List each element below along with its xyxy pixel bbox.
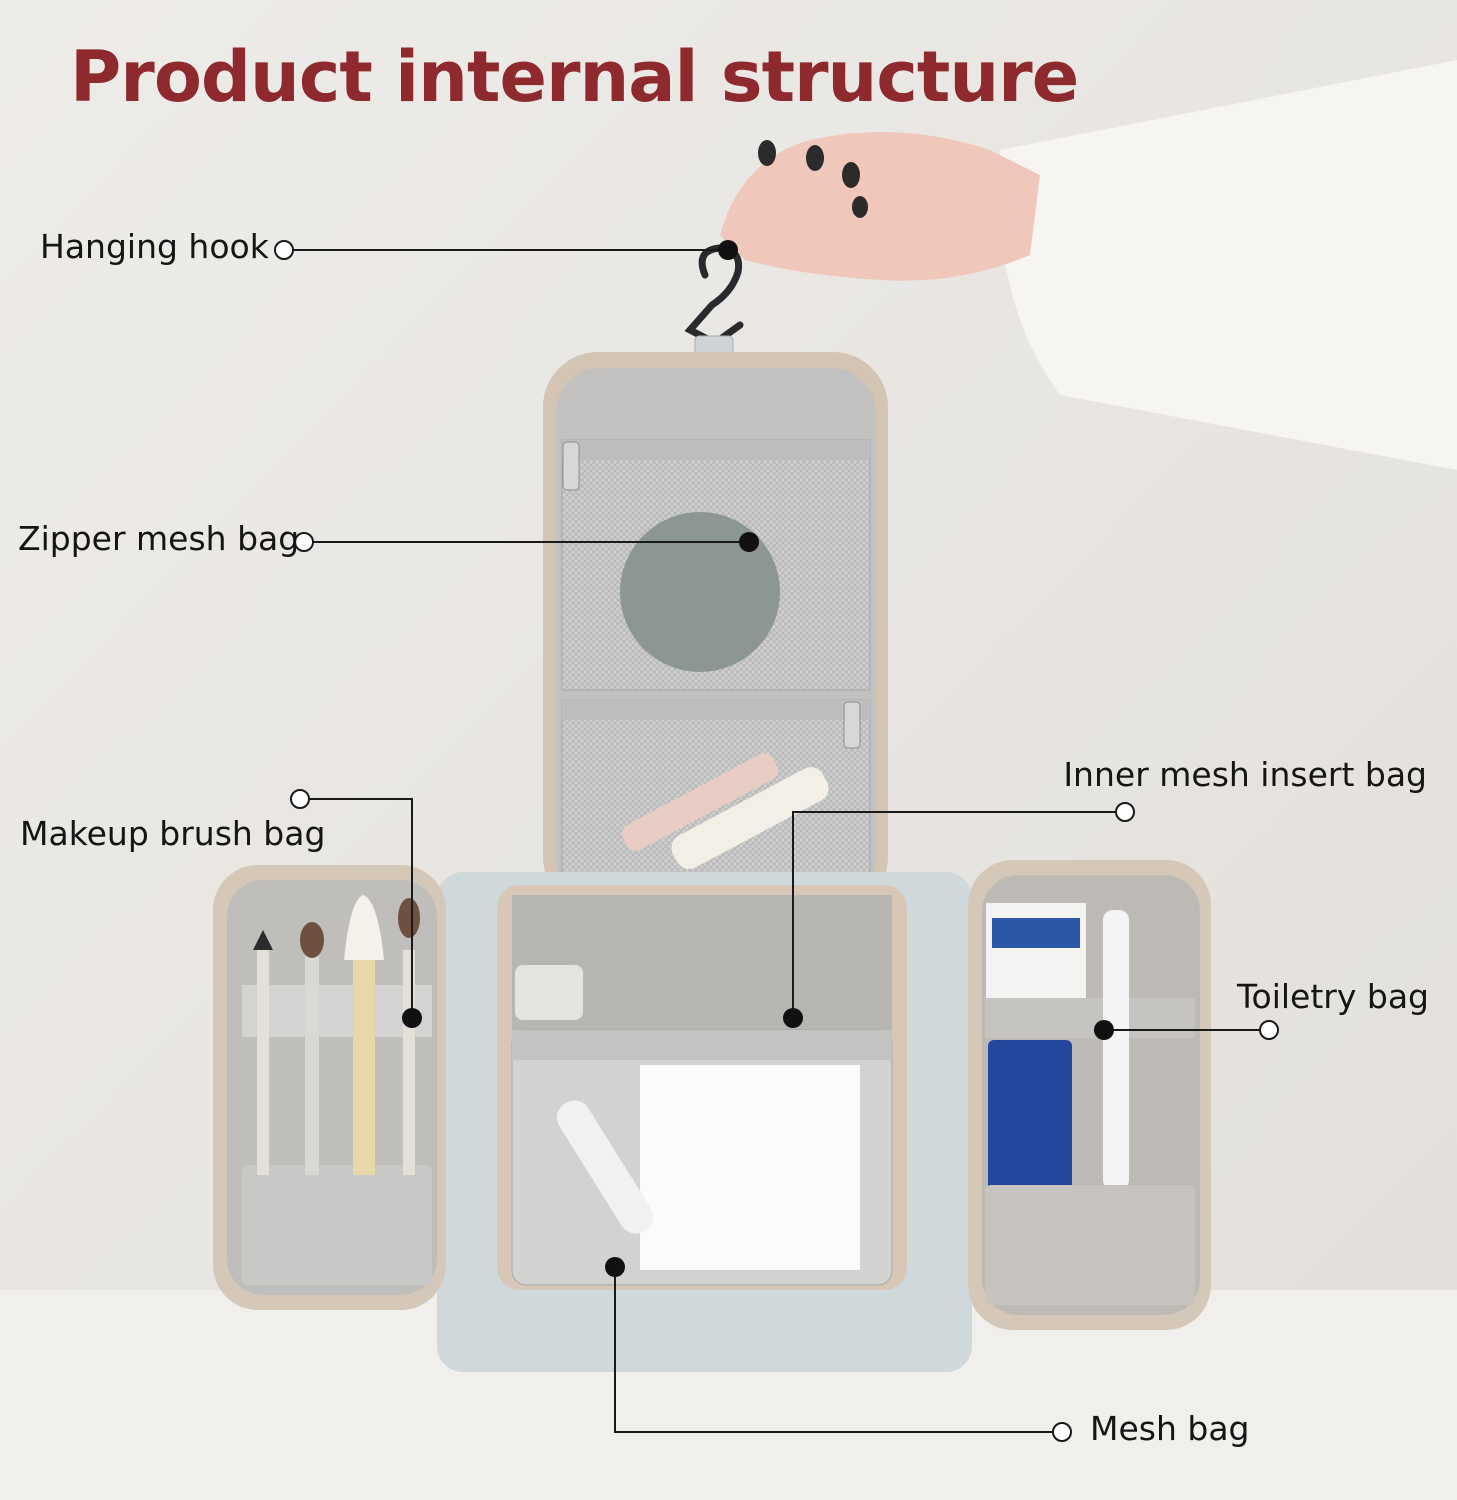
brush-strap xyxy=(242,985,432,1037)
fingernail xyxy=(758,140,776,166)
callout-filled-dots xyxy=(402,240,1114,1277)
toothpaste-box-stripe xyxy=(992,918,1080,948)
zipper-track xyxy=(512,1030,892,1060)
fingernail xyxy=(806,145,824,171)
label-mesh-bag: Mesh bag xyxy=(1090,1409,1250,1448)
roller-tube xyxy=(556,1100,654,1234)
label-toiletry-bag: Toiletry bag xyxy=(1236,977,1429,1016)
zipper-track xyxy=(562,440,870,460)
zipper-track xyxy=(562,700,870,720)
sleeve xyxy=(998,60,1457,470)
callout-open-dots xyxy=(274,240,1279,1442)
hand xyxy=(720,132,1040,281)
fingernail xyxy=(852,196,868,218)
toothbrush xyxy=(1103,910,1129,1190)
label-makeup-brush-bag: Makeup brush bag xyxy=(20,814,326,853)
label-inner-mesh-insert-bag: Inner mesh insert bag xyxy=(1063,755,1427,794)
toiletry-strap xyxy=(985,998,1195,1038)
brushes xyxy=(253,895,420,1175)
lip-balm xyxy=(671,767,829,869)
page-title: Product internal structure xyxy=(70,36,1079,118)
lipstick xyxy=(621,753,779,851)
cotton-pad xyxy=(640,1065,860,1270)
label-zipper-mesh-bag: Zipper mesh bag xyxy=(18,519,300,558)
fingernail xyxy=(842,162,860,188)
zipper-pull xyxy=(843,701,861,749)
brush-pockets xyxy=(242,1165,432,1285)
callout-lines xyxy=(293,249,1259,1433)
toothpaste-box xyxy=(986,903,1086,998)
label-hanging-hook: Hanging hook xyxy=(40,227,269,266)
compact-mirror xyxy=(620,512,780,672)
zipper-pull xyxy=(562,441,580,491)
hook-shape xyxy=(684,244,744,348)
jar xyxy=(515,965,583,1020)
toothpaste-tube xyxy=(988,1040,1072,1200)
toiletry-pockets xyxy=(985,1185,1195,1305)
